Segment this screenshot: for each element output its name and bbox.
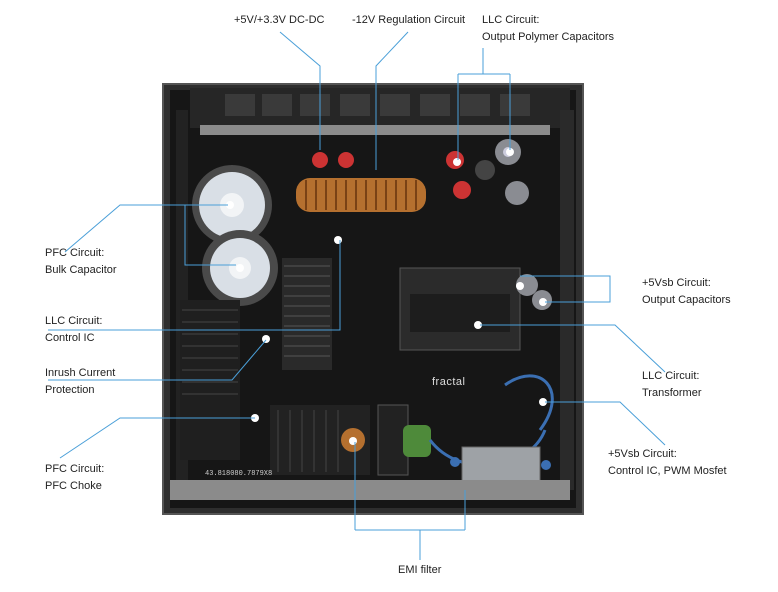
callout-llc-control-ic: LLC Circuit: Control IC xyxy=(45,313,102,347)
callout-emi-filter: EMI filter xyxy=(398,562,441,579)
callout-line: +5Vsb Circuit: xyxy=(642,277,711,289)
callout-dcdc: +5V/+3.3V DC-DC xyxy=(234,12,324,29)
callout-pfc-choke: PFC Circuit: PFC Choke xyxy=(45,461,104,495)
callout-llc-output-caps: LLC Circuit: Output Polymer Capacitors xyxy=(482,12,614,46)
callout-line: LLC Circuit: xyxy=(45,315,103,327)
brand-mark: fractal xyxy=(432,376,466,388)
callout-line: LLC Circuit: xyxy=(642,370,700,382)
callout-inrush: Inrush Current Protection xyxy=(45,365,115,399)
callout-line: PFC Circuit: xyxy=(45,463,105,475)
callout-5vsb-caps: +5Vsb Circuit: Output Capacitors xyxy=(642,275,731,309)
serial-print: 43.818080.7879X8 xyxy=(205,470,273,478)
callout-line: Inrush Current xyxy=(45,367,116,379)
callout-line: Bulk Capacitor xyxy=(45,264,117,276)
callout-llc-transformer: LLC Circuit: Transformer xyxy=(642,368,702,402)
callout-line: Control IC, PWM Mosfet xyxy=(608,465,727,477)
callout-line: Protection xyxy=(45,384,95,396)
callout-line: LLC Circuit: xyxy=(482,14,540,26)
callout-12v-regulation: -12V Regulation Circuit xyxy=(352,12,465,29)
callout-line: PFC Circuit: xyxy=(45,247,105,259)
callout-line: Output Polymer Capacitors xyxy=(482,31,615,43)
callout-line: Transformer xyxy=(642,387,702,399)
callout-line: +5Vsb Circuit: xyxy=(608,448,677,460)
callout-5vsb-control-ic: +5Vsb Circuit: Control IC, PWM Mosfet xyxy=(608,446,727,480)
callout-line: +5V/+3.3V DC-DC xyxy=(234,14,325,26)
callout-line: -12V Regulation Circuit xyxy=(352,14,466,26)
callout-line: Output Capacitors xyxy=(642,294,731,306)
callout-pfc-bulk: PFC Circuit: Bulk Capacitor xyxy=(45,245,117,279)
callout-line: EMI filter xyxy=(398,564,442,576)
callout-line: Control IC xyxy=(45,332,95,344)
callout-line: PFC Choke xyxy=(45,480,102,492)
